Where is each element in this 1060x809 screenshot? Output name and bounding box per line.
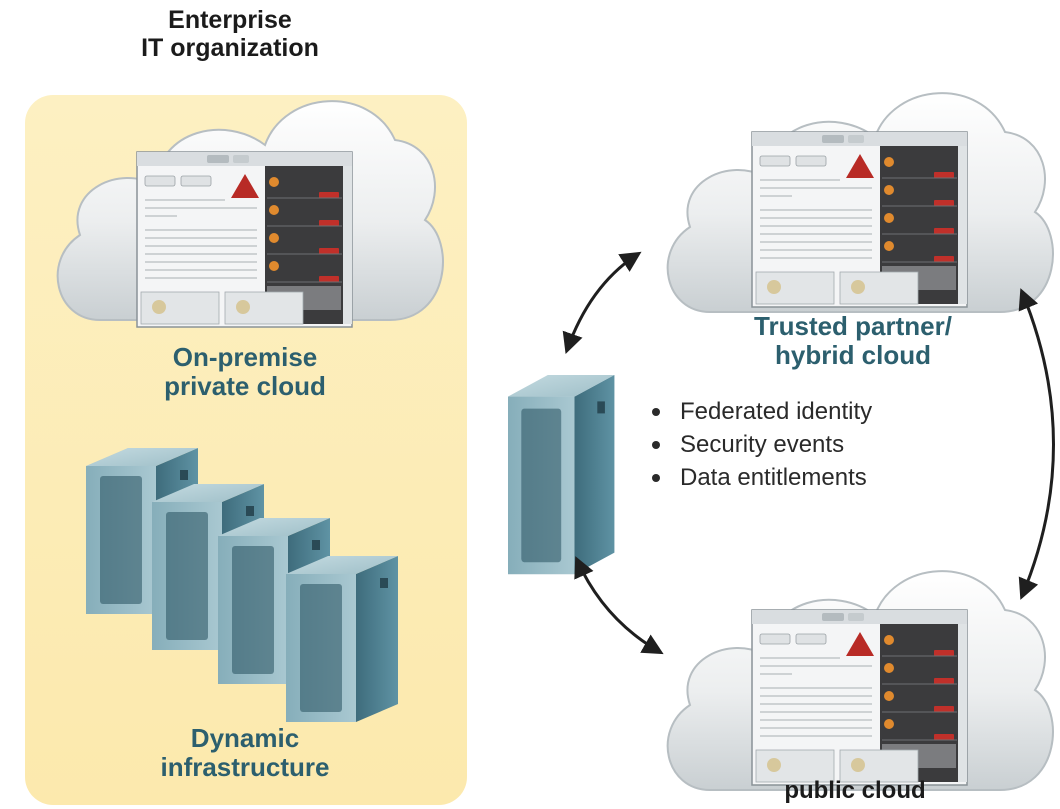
enterprise-title-line2: IT organization [141,34,319,62]
partner-cloud-label-line1: Trusted partner/ [754,311,952,341]
service-security-events: Security events [648,428,872,461]
service-data-entitlements: Data entitlements [648,461,872,494]
gateway-server-icon [508,375,615,575]
arrow-gateway-partner [562,251,642,354]
enterprise-title: Enterprise IT organization [120,6,340,62]
private-cloud-label-line1: On-premise [172,342,318,372]
infrastructure-label-line1: Dynamic [190,723,300,753]
public-cloud-label: public cloud [784,777,926,804]
enterprise-title-line1: Enterprise [168,6,292,34]
arrow-partner-public [1018,288,1055,600]
private-cloud-label-line2: private cloud [164,371,326,402]
infrastructure-label: Dynamic infrastructure [120,723,370,783]
arrow-gateway-public [574,556,664,655]
partner-cloud-label: Trusted partner/ hybrid cloud [718,311,988,371]
private-cloud-dashboard [136,151,353,328]
partner-cloud-dashboard [751,131,968,308]
public-cloud-dashboard [751,609,968,786]
private-cloud-label: On-premise private cloud [120,342,370,402]
arrows [562,251,1055,655]
partner-cloud-label-line2: hybrid cloud [775,340,931,371]
server-icon-4 [286,556,398,722]
infrastructure-label-line2: infrastructure [160,752,330,783]
service-federated-identity: Federated identity [648,395,872,428]
gateway-services-list: Federated identity Security events Data … [648,395,872,494]
